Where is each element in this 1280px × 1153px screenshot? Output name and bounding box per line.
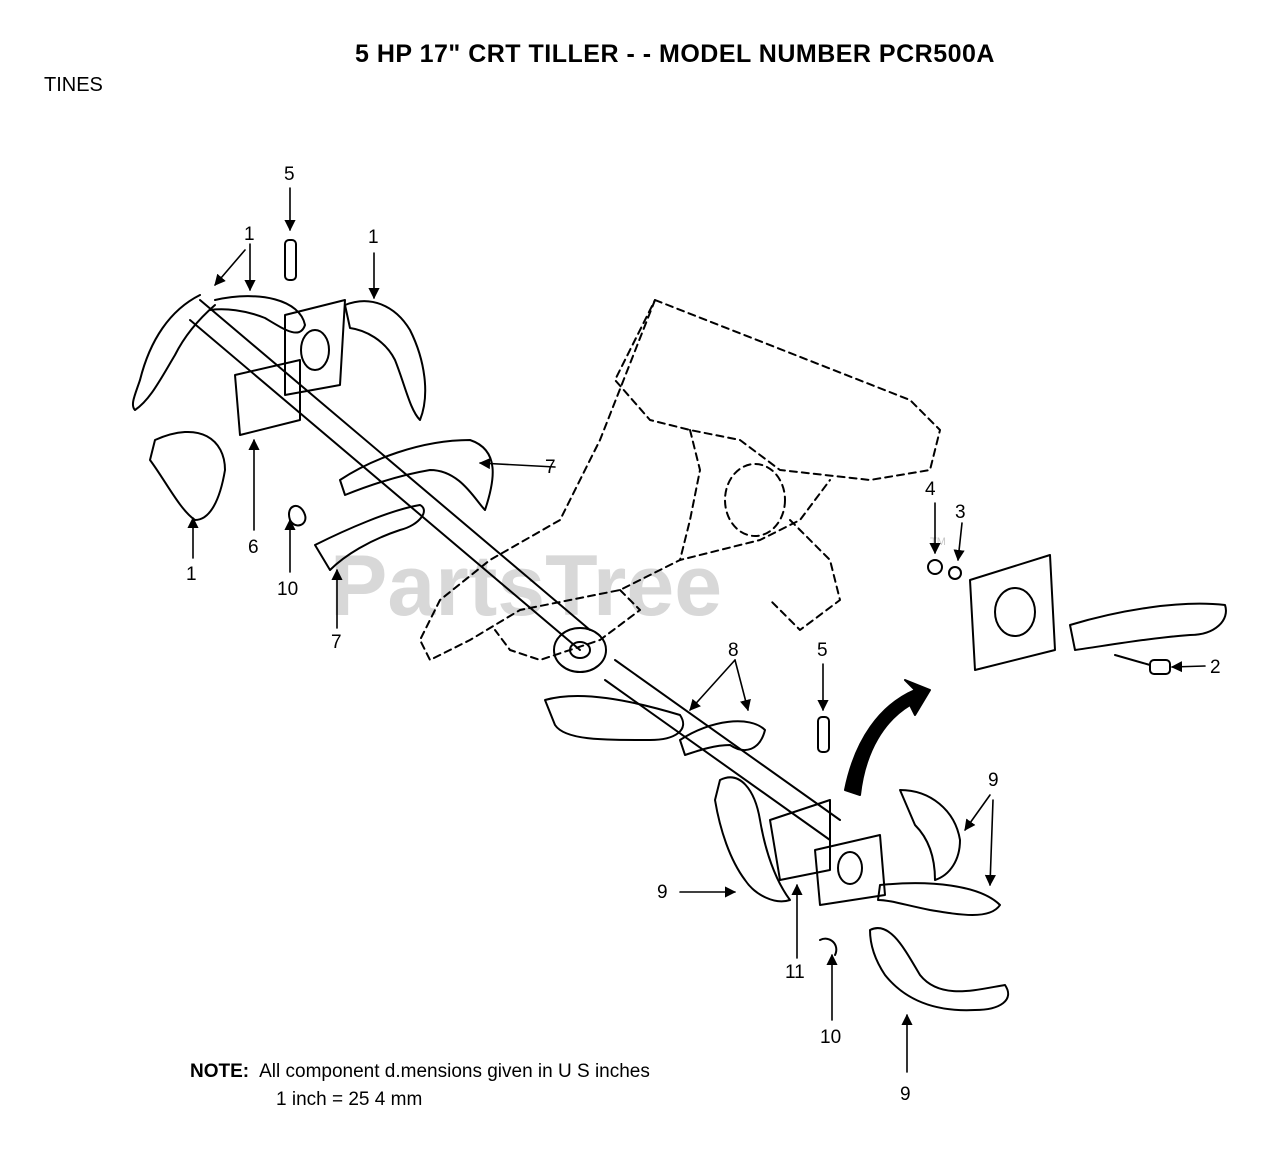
- right-hardware: [927, 554, 1227, 675]
- callout-10-lower: 10: [820, 1027, 841, 1048]
- note-line-2: 1 inch = 25 4 mm: [276, 1089, 423, 1110]
- callout-7-right: 7: [545, 457, 556, 478]
- dimensions-note: NOTE: All component d.mensions given in U…: [190, 1058, 650, 1114]
- watermark-text: PartsTree: [330, 538, 722, 634]
- watermark-trademark: TM: [930, 536, 946, 548]
- callout-1-lower-left: 1: [186, 564, 197, 585]
- page-title: 5 HP 17" CRT TILLER - - MODEL NUMBER PCR…: [355, 40, 995, 68]
- note-line-1: All component d.mensions given in U S in…: [259, 1061, 650, 1082]
- callout-3: 3: [955, 502, 966, 523]
- callout-4: 4: [925, 479, 936, 500]
- callout-2: 2: [1210, 657, 1221, 678]
- left-tine-assembly: [131, 239, 591, 651]
- callout-9-left: 9: [657, 882, 668, 903]
- callout-1-top-left: 1: [244, 224, 255, 245]
- callout-1-top-right: 1: [368, 227, 379, 248]
- right-tine-assembly: [544, 659, 1010, 1012]
- callout-9-bottom: 9: [900, 1084, 911, 1105]
- note-label: NOTE:: [190, 1061, 250, 1082]
- axle-hub: [553, 627, 607, 673]
- callout-11: 11: [785, 962, 805, 983]
- section-label: TINES: [44, 74, 103, 96]
- callout-9-upper-right: 9: [988, 770, 999, 791]
- callout-6: 6: [248, 537, 259, 558]
- callout-leaders: [187, 187, 1206, 1073]
- callout-7-bottom: 7: [331, 632, 342, 653]
- callout-10-left: 10: [277, 579, 298, 600]
- callout-5-lower: 5: [817, 640, 828, 661]
- callout-8: 8: [728, 640, 739, 661]
- rotation-arrow: [844, 679, 931, 796]
- callout-5-top: 5: [284, 164, 295, 185]
